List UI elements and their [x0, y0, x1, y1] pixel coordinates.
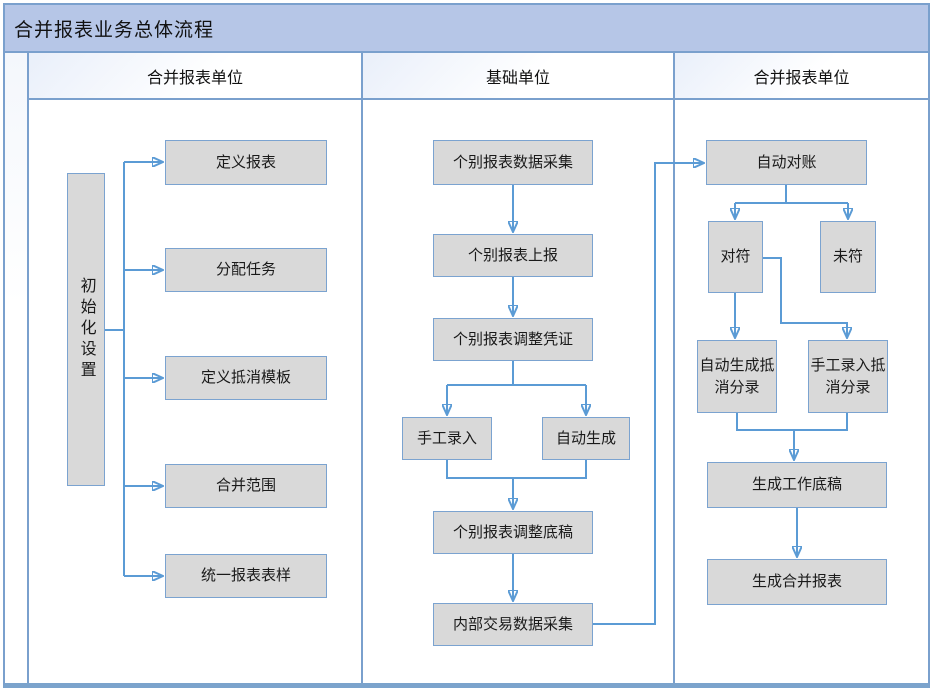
lane-header-consolidation-right: 合并报表单位 — [675, 53, 928, 100]
node-matched: 对符 — [708, 221, 763, 293]
node-init-setup: 初始化设置 — [67, 173, 105, 486]
node-individual-report-submit: 个别报表上报 — [433, 234, 593, 277]
node-individual-adjustment-draft: 个别报表调整底稿 — [433, 511, 593, 554]
node-generate-working-papers: 生成工作底稿 — [707, 462, 887, 508]
node-consolidation-scope: 合并范围 — [165, 464, 327, 508]
lane-header-base-unit: 基础单位 — [363, 53, 673, 100]
node-individual-adjustment-voucher: 个别报表调整凭证 — [433, 318, 593, 361]
node-unmatched: 未符 — [820, 221, 876, 293]
lane-header-consolidation-left: 合并报表单位 — [29, 53, 361, 100]
node-internal-transaction-collection: 内部交易数据采集 — [433, 603, 593, 646]
node-define-report: 定义报表 — [165, 140, 327, 185]
node-auto-generate: 自动生成 — [542, 417, 630, 460]
diagram-frame: 合并报表业务总体流程 合并报表单位 基础单位 合并报表单位 初始化设置 定义报表… — [3, 3, 930, 688]
page-title: 合并报表业务总体流程 — [14, 19, 215, 41]
left-edge-strip — [5, 53, 29, 683]
node-define-elimination-template: 定义抵消模板 — [165, 356, 327, 400]
node-auto-reconciliation: 自动对账 — [706, 140, 867, 185]
lane-consolidation-left: 合并报表单位 — [29, 53, 363, 683]
lane-consolidation-right: 合并报表单位 — [675, 53, 928, 683]
node-assign-tasks: 分配任务 — [165, 248, 327, 292]
title-bar: 合并报表业务总体流程 — [5, 5, 928, 53]
node-manual-entry: 手工录入 — [402, 417, 492, 460]
node-generate-consolidated-report: 生成合并报表 — [707, 559, 887, 605]
node-unified-report-format: 统一报表表样 — [165, 554, 327, 598]
node-auto-elimination-entries: 自动生成抵消分录 — [697, 340, 777, 413]
node-individual-data-collection: 个别报表数据采集 — [433, 140, 593, 185]
node-manual-elimination-entries: 手工录入抵消分录 — [808, 340, 888, 413]
